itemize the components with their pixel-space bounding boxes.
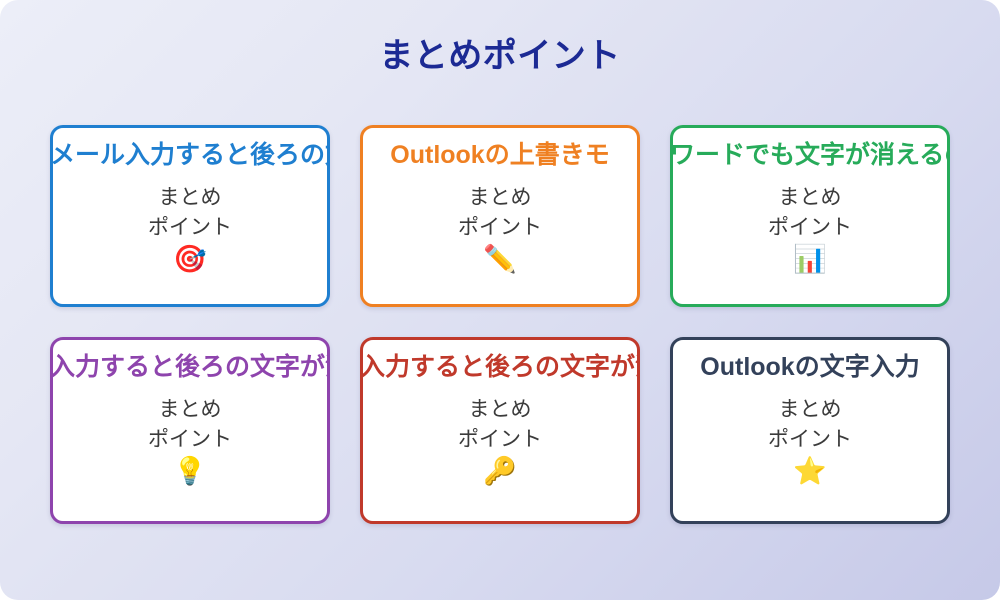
- star-icon: ⭐: [793, 456, 827, 487]
- lightbulb-icon: 💡: [173, 456, 207, 487]
- card-body: まとめ ポイント: [768, 397, 852, 451]
- card-outlook-text-input[interactable]: Outlookの文字入力 まとめ ポイント ⭐: [670, 337, 950, 524]
- target-icon: 🎯: [173, 244, 207, 275]
- card-body: まとめ ポイント: [458, 185, 542, 239]
- card-title: 入力すると後ろの文字が消: [360, 353, 640, 381]
- card-title: メール入力すると後ろの文: [50, 141, 330, 169]
- page-title: まとめポイント: [379, 37, 621, 75]
- card-mail-input[interactable]: メール入力すると後ろの文 まとめ ポイント 🎯: [50, 125, 330, 307]
- key-icon: 🔑: [483, 456, 517, 487]
- card-body: まとめ ポイント: [148, 397, 232, 451]
- card-title: 入力すると後ろの文字が消: [50, 353, 330, 381]
- card-body: まとめ ポイント: [148, 185, 232, 239]
- pencil-icon: ✏️: [483, 244, 517, 275]
- card-input-erase-purple[interactable]: 入力すると後ろの文字が消 まとめ ポイント 💡: [50, 337, 330, 524]
- card-title: Outlookの上書きモ: [390, 141, 610, 169]
- bar-chart-icon: 📊: [793, 244, 827, 275]
- card-grid: メール入力すると後ろの文 まとめ ポイント 🎯 Outlookの上書きモ まとめ…: [50, 125, 950, 524]
- card-body: まとめ ポイント: [768, 185, 852, 239]
- card-title: ワードでも文字が消えるの: [670, 141, 950, 169]
- card-input-erase-red[interactable]: 入力すると後ろの文字が消 まとめ ポイント 🔑: [360, 337, 640, 524]
- card-title: Outlookの文字入力: [700, 353, 920, 381]
- card-body: まとめ ポイント: [458, 397, 542, 451]
- card-outlook-overwrite[interactable]: Outlookの上書きモ まとめ ポイント ✏️: [360, 125, 640, 307]
- card-word-disappear[interactable]: ワードでも文字が消えるの まとめ ポイント 📊: [670, 125, 950, 307]
